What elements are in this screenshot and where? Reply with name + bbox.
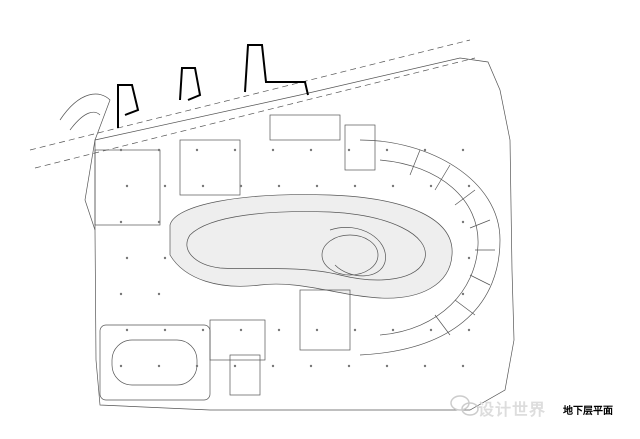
columns <box>119 148 471 368</box>
column-dot <box>125 184 129 188</box>
column-dot <box>315 184 319 188</box>
curved-shop-ring <box>359 139 501 356</box>
column-dot <box>163 184 167 188</box>
column-dot <box>233 148 237 152</box>
column-dot <box>271 364 275 368</box>
column-dot <box>347 148 351 152</box>
column-dot <box>125 256 129 260</box>
building-blocks <box>94 114 376 401</box>
column-dot <box>353 184 357 188</box>
watermark: 设计世界 <box>478 400 547 419</box>
column-dot <box>347 364 351 368</box>
column-dot <box>429 328 433 332</box>
column-dot <box>391 184 395 188</box>
column-dot <box>385 364 389 368</box>
column-dot <box>201 184 205 188</box>
column-dot <box>119 148 123 152</box>
column-dot <box>239 184 243 188</box>
entrance-heavy-lines <box>117 44 309 128</box>
column-dot <box>429 184 433 188</box>
column-dot <box>195 364 199 368</box>
column-dot <box>467 256 471 260</box>
column-dot <box>423 148 427 152</box>
column-dot <box>163 328 167 332</box>
plan-title: 地下层平面 <box>563 406 613 417</box>
column-dot <box>119 364 123 368</box>
column-dot <box>119 220 123 224</box>
column-dot <box>157 220 161 224</box>
column-dot <box>391 328 395 332</box>
column-dot <box>353 328 357 332</box>
column-dot <box>277 184 281 188</box>
column-dot <box>195 148 199 152</box>
dashed-road <box>29 39 476 169</box>
column-dot <box>163 256 167 260</box>
column-dot <box>157 364 161 368</box>
column-dot <box>157 148 161 152</box>
site-boundary <box>94 57 515 411</box>
column-dot <box>467 328 471 332</box>
column-dot <box>309 148 313 152</box>
wechat-icon <box>450 395 479 416</box>
column-dot <box>277 328 281 332</box>
column-dot <box>239 328 243 332</box>
column-dot <box>461 364 465 368</box>
column-dot <box>385 148 389 152</box>
column-dot <box>119 292 123 296</box>
column-dot <box>201 328 205 332</box>
central-atrium <box>169 194 453 299</box>
column-dot <box>461 220 465 224</box>
column-dot <box>309 364 313 368</box>
column-dot <box>467 184 471 188</box>
column-dot <box>271 148 275 152</box>
column-dot <box>315 328 319 332</box>
column-dot <box>125 328 129 332</box>
column-dot <box>461 148 465 152</box>
column-dot <box>461 292 465 296</box>
left-ramp <box>59 93 111 231</box>
column-dot <box>157 292 161 296</box>
column-dot <box>423 364 427 368</box>
column-dot <box>233 364 237 368</box>
